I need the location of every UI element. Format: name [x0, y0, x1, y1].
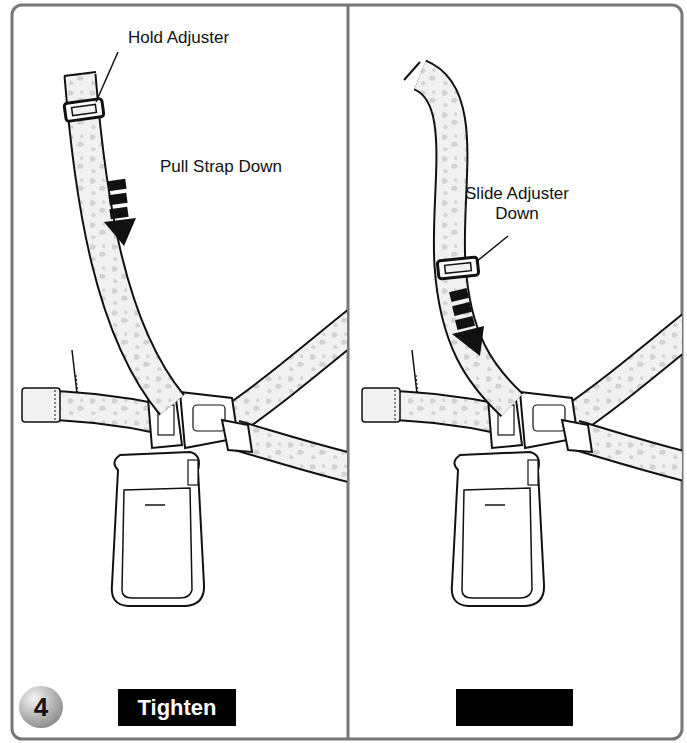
step-caption-text: Tighten: [137, 695, 216, 721]
strap-adjuster: [437, 257, 479, 279]
leader-line: [96, 52, 118, 102]
panel-frame: [12, 5, 682, 739]
step-number-text: 4: [34, 692, 48, 723]
slide-arrow: [449, 288, 484, 356]
harness-right: [362, 62, 682, 606]
callout-label: Hold Adjuster: [128, 28, 229, 48]
blank-caption-bar: [456, 689, 573, 726]
leader-line: [476, 236, 508, 262]
pull-arrow: [104, 179, 136, 246]
strap-adjuster: [64, 98, 104, 121]
callout-label: Slide Adjuster Down: [462, 184, 572, 223]
step-number: 4: [18, 685, 64, 729]
harness-left: [22, 52, 347, 606]
step-caption: Tighten: [118, 689, 236, 726]
panel-divider: [347, 6, 350, 738]
callout-label: Pull Strap Down: [160, 157, 282, 177]
